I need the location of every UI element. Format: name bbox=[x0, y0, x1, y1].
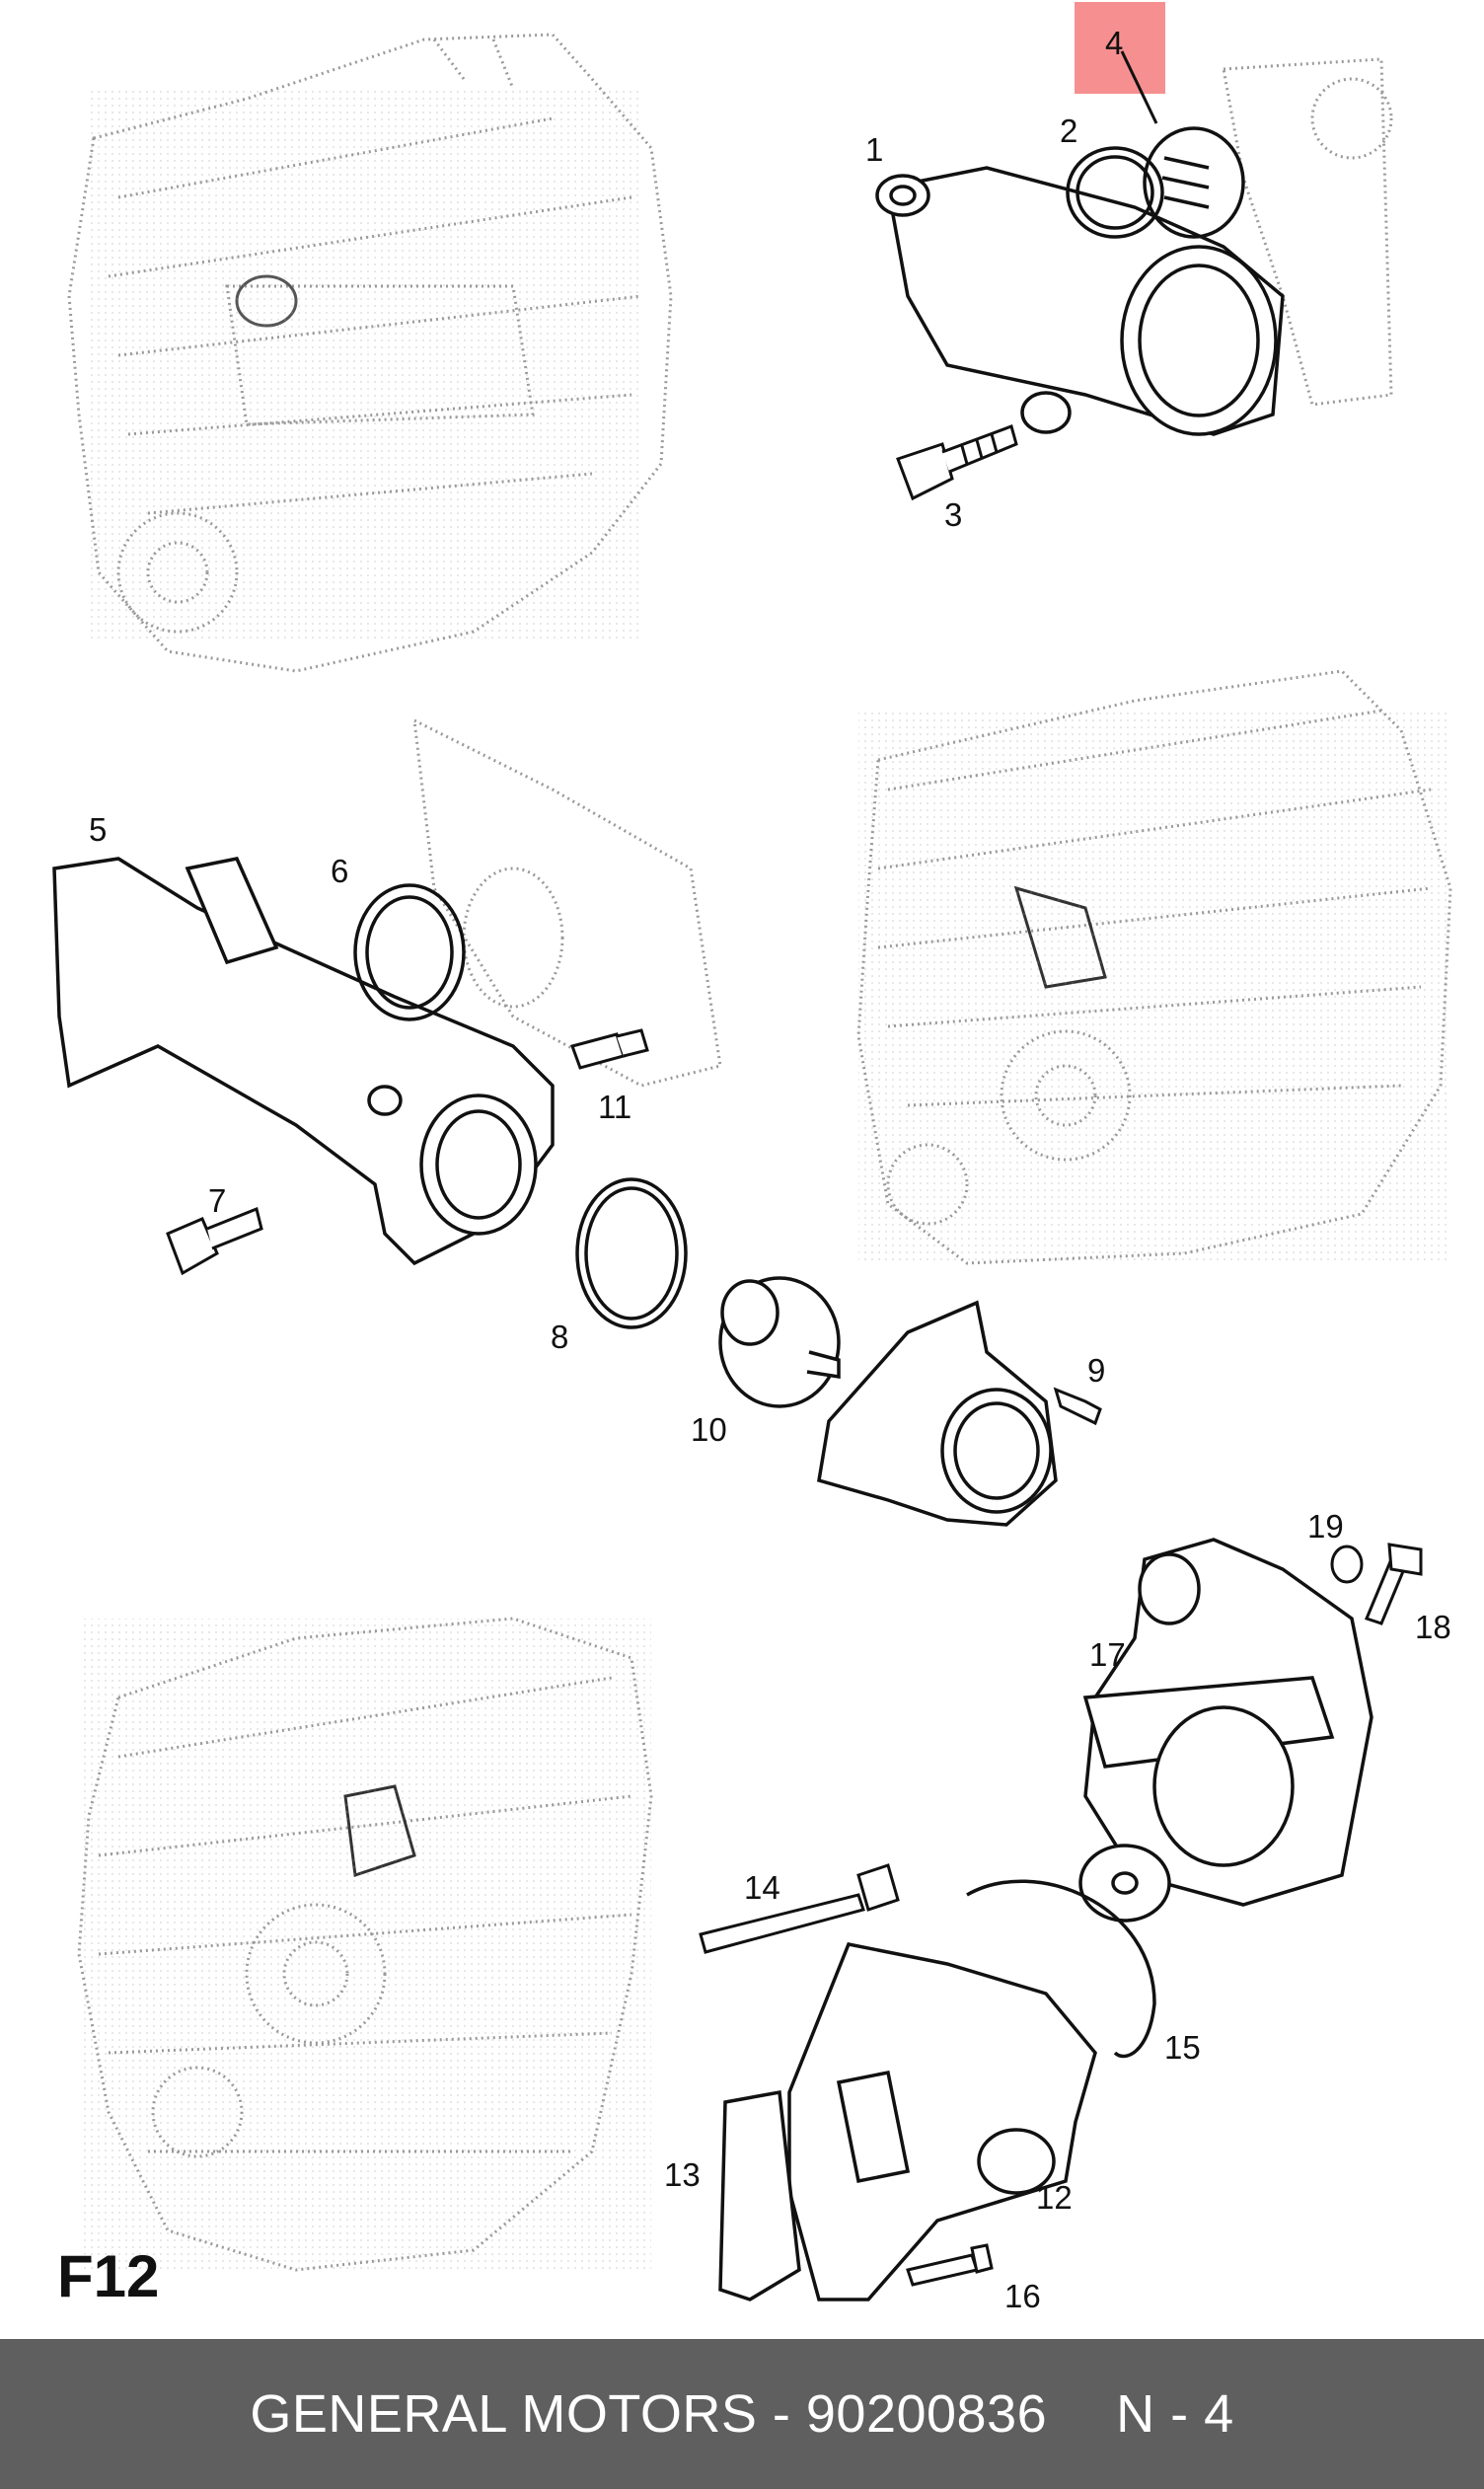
housing-part-12 bbox=[787, 1941, 1097, 2301]
callout-1: 1 bbox=[865, 131, 884, 168]
thermostat-part-10 bbox=[718, 1276, 841, 1408]
callout-15: 15 bbox=[1164, 2029, 1201, 2066]
callout-8: 8 bbox=[551, 1319, 569, 1355]
callout-17: 17 bbox=[1089, 1636, 1126, 1673]
cylinder-head-fragment-mid bbox=[412, 717, 722, 1088]
engine-shading-top-left bbox=[89, 89, 641, 641]
footer-bar: GENERAL MOTORS - 90200836 N - 4 bbox=[0, 2339, 1484, 2489]
callout-18: 18 bbox=[1415, 1609, 1451, 1645]
o-ring-part-8 bbox=[575, 1177, 688, 1329]
bolt-part-7 bbox=[166, 1206, 263, 1276]
callout-14: 14 bbox=[744, 1869, 780, 1906]
highlight-box-4 bbox=[1075, 2, 1165, 94]
bolt-part-3 bbox=[896, 424, 1018, 501]
callout-12: 12 bbox=[1036, 2179, 1073, 2216]
nut-part-19 bbox=[1330, 1545, 1364, 1584]
o-ring-part-15 bbox=[966, 1879, 1156, 2059]
housing-part-17 bbox=[1082, 1538, 1373, 1907]
footer-page-ref: N - 4 bbox=[1116, 2384, 1234, 2444]
callout-13: 13 bbox=[664, 2156, 701, 2193]
callout-9: 9 bbox=[1087, 1352, 1106, 1389]
thermostat-part-12-area bbox=[1078, 1844, 1171, 1923]
page-code: F12 bbox=[57, 2243, 160, 2309]
callout-3: 3 bbox=[944, 496, 963, 533]
footer-part-label: GENERAL MOTORS - 90200836 bbox=[250, 2384, 1048, 2444]
leader-line-4 bbox=[1120, 50, 1158, 124]
callout-10: 10 bbox=[691, 1411, 727, 1448]
thermostat-part-4 bbox=[1143, 126, 1245, 239]
callout-19: 19 bbox=[1307, 1508, 1344, 1545]
callout-7: 7 bbox=[208, 1182, 227, 1219]
cylinder-head-fragment-top-right bbox=[1222, 57, 1393, 407]
engine-shading-bottom-left bbox=[79, 1619, 651, 2270]
gasket-part-2 bbox=[1066, 146, 1164, 239]
callout-4: 4 bbox=[1105, 25, 1124, 61]
gasket-part-6 bbox=[353, 883, 466, 1021]
screw-part-9 bbox=[1053, 1387, 1102, 1426]
housing-cover-part-9-area bbox=[817, 1300, 1058, 1527]
callout-16: 16 bbox=[1004, 2278, 1041, 2314]
gasket-part-13 bbox=[718, 2089, 801, 2301]
water-pipe-part-5 bbox=[52, 857, 555, 1266]
callout-6: 6 bbox=[331, 853, 349, 889]
exploded-parts-diagram bbox=[52, 33, 1452, 2301]
sensor-part-11 bbox=[570, 1028, 649, 1070]
callout-5: 5 bbox=[89, 811, 108, 848]
bolt-part-18 bbox=[1364, 1543, 1423, 1625]
callout-2: 2 bbox=[1060, 113, 1078, 149]
engine-shading-mid-right bbox=[858, 711, 1450, 1263]
callout-11: 11 bbox=[598, 1089, 632, 1125]
bolt-part-14 bbox=[699, 1863, 900, 1954]
bolt-part-16 bbox=[906, 2243, 994, 2287]
